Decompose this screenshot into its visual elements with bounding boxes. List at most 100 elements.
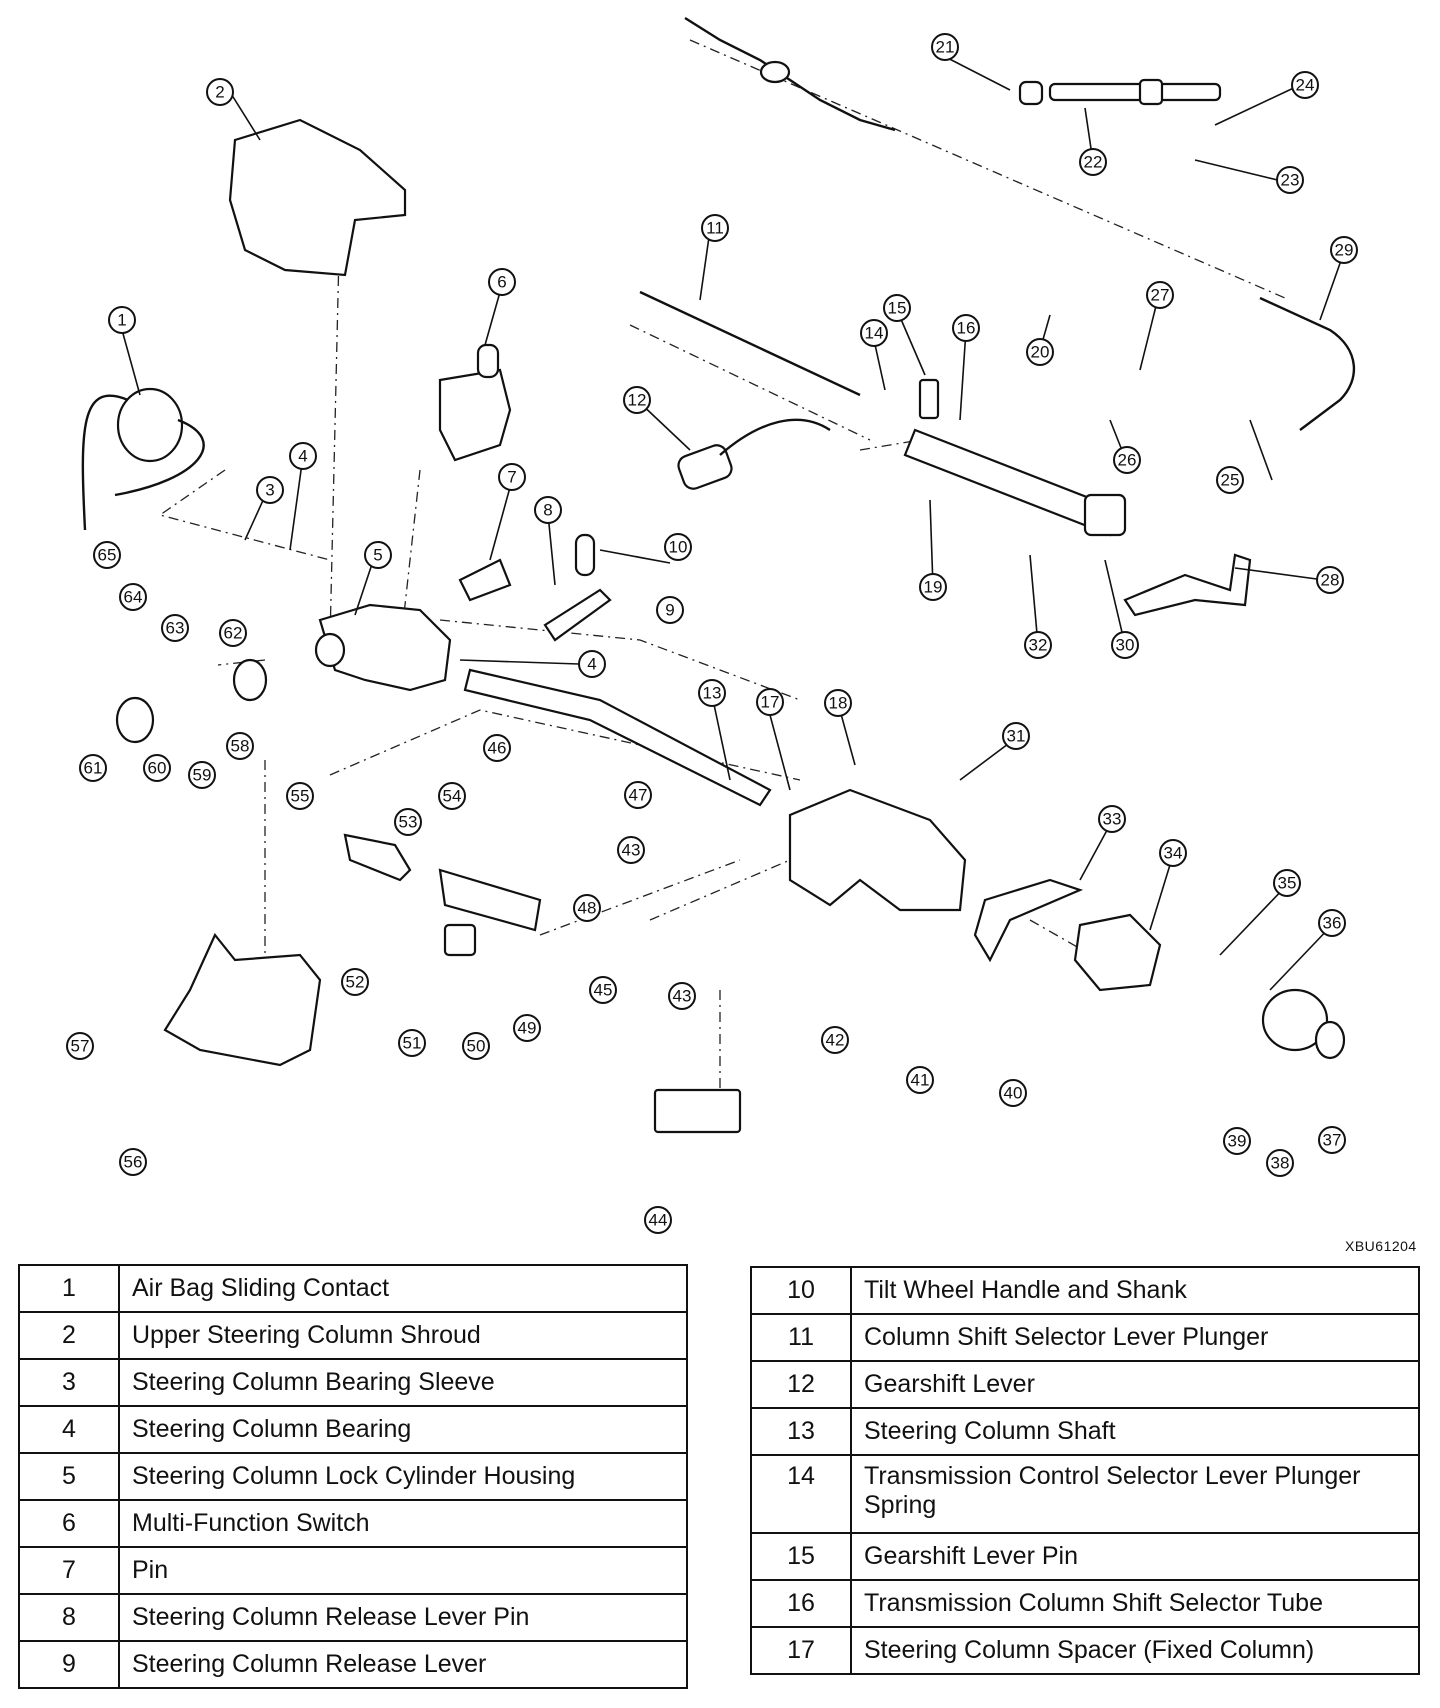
callout-36: 36 xyxy=(1318,909,1346,937)
legend-number: 1 xyxy=(18,1264,120,1313)
callout-number: 45 xyxy=(594,981,613,1000)
callout-7: 7 xyxy=(498,463,526,491)
legend-number: 12 xyxy=(750,1360,852,1409)
callout-4a: 4 xyxy=(289,442,317,470)
callout-number: 19 xyxy=(924,578,943,597)
legend-description: Transmission Column Shift Selector Tube xyxy=(850,1579,1420,1628)
sliding-contact xyxy=(116,387,184,463)
callout-62: 62 xyxy=(219,619,247,647)
callout-number: 29 xyxy=(1335,241,1354,260)
callout-61: 61 xyxy=(79,754,107,782)
legend-number: 9 xyxy=(18,1640,120,1689)
legend-number: 10 xyxy=(750,1266,852,1315)
callout-51: 51 xyxy=(398,1029,426,1057)
callout-number: 50 xyxy=(467,1037,486,1056)
callout-59: 59 xyxy=(188,761,216,789)
callout-54: 54 xyxy=(438,782,466,810)
callout-number: 16 xyxy=(957,319,976,338)
callout-number: 9 xyxy=(665,601,674,620)
callout-27: 27 xyxy=(1146,281,1174,309)
callout-1: 1 xyxy=(108,306,136,334)
callout-number: 5 xyxy=(373,546,382,565)
callout-2: 2 xyxy=(206,78,234,106)
legend-description: Steering Column Bearing xyxy=(118,1405,688,1454)
callout-58: 58 xyxy=(226,732,254,760)
callout-18: 18 xyxy=(824,689,852,717)
callout-20: 20 xyxy=(1026,338,1054,366)
assembly-dashed-lines xyxy=(158,39,1286,1090)
callout-number: 13 xyxy=(703,684,722,703)
callout-number: 36 xyxy=(1323,914,1342,933)
callout-number: 4 xyxy=(587,655,596,674)
legend-description: Steering Column Bearing Sleeve xyxy=(118,1358,688,1407)
callout-number: 44 xyxy=(649,1211,668,1230)
callout-60: 60 xyxy=(143,754,171,782)
legend-number: 11 xyxy=(750,1313,852,1362)
legend-number: 17 xyxy=(750,1626,852,1675)
callout-28: 28 xyxy=(1316,566,1344,594)
callout-64: 64 xyxy=(119,583,147,611)
legend-number: 13 xyxy=(750,1407,852,1456)
callout-number: 27 xyxy=(1151,286,1170,305)
lock-cylinder-housing xyxy=(318,603,452,692)
callout-number: 30 xyxy=(1116,636,1135,655)
callout-43a: 43 xyxy=(617,836,645,864)
exploded-view-diagram: 1 2 3 4 4 5 6 7 8 9 10 11 12 13 14 15 16… xyxy=(66,16,1358,1234)
callout-41: 41 xyxy=(906,1066,934,1094)
callout-number: 49 xyxy=(518,1019,537,1038)
callout-number: 24 xyxy=(1296,76,1315,95)
callout-number: 1 xyxy=(117,311,126,330)
legend-number: 2 xyxy=(18,1311,120,1360)
callout-number: 12 xyxy=(628,391,647,410)
callout-8: 8 xyxy=(534,496,562,524)
legend-description: Steering Column Lock Cylinder Housing xyxy=(118,1452,688,1501)
callout-4b: 4 xyxy=(578,650,606,678)
callout-15: 15 xyxy=(883,294,911,322)
callout-number: 51 xyxy=(403,1034,422,1053)
callout-39: 39 xyxy=(1223,1127,1251,1155)
callout-52: 52 xyxy=(341,968,369,996)
callout-number: 39 xyxy=(1228,1132,1247,1151)
legend-number: 16 xyxy=(750,1579,852,1628)
callout-number: 3 xyxy=(265,481,274,500)
legend-description: Transmission Control Selector Lever Plun… xyxy=(850,1454,1420,1534)
callout-38: 38 xyxy=(1266,1149,1294,1177)
callout-number: 35 xyxy=(1278,874,1297,893)
callout-number: 55 xyxy=(291,787,310,806)
callout-number: 34 xyxy=(1164,844,1183,863)
callout-number: 38 xyxy=(1271,1154,1290,1173)
callout-30: 30 xyxy=(1111,631,1139,659)
lower-bearing-housing xyxy=(1073,913,1162,992)
callout-33: 33 xyxy=(1098,805,1126,833)
callout-6: 6 xyxy=(488,268,516,296)
steering-shaft xyxy=(463,668,772,807)
shift-cable xyxy=(684,16,896,132)
callout-number: 21 xyxy=(936,38,955,57)
legend-description: Column Shift Selector Lever Plunger xyxy=(850,1313,1420,1362)
callout-65: 65 xyxy=(93,541,121,569)
callout-10: 10 xyxy=(664,533,692,561)
callout-number: 31 xyxy=(1007,727,1026,746)
legend-description: Air Bag Sliding Contact xyxy=(118,1264,688,1313)
callout-number: 7 xyxy=(507,468,516,487)
callout-49: 49 xyxy=(513,1014,541,1042)
plunger-rod xyxy=(639,290,861,397)
callout-46: 46 xyxy=(483,734,511,762)
callout-number: 57 xyxy=(71,1037,90,1056)
lower-shroud xyxy=(163,932,322,1067)
callout-29: 29 xyxy=(1330,236,1358,264)
legend-description: Multi-Function Switch xyxy=(118,1499,688,1548)
callout-number: 33 xyxy=(1103,810,1122,829)
